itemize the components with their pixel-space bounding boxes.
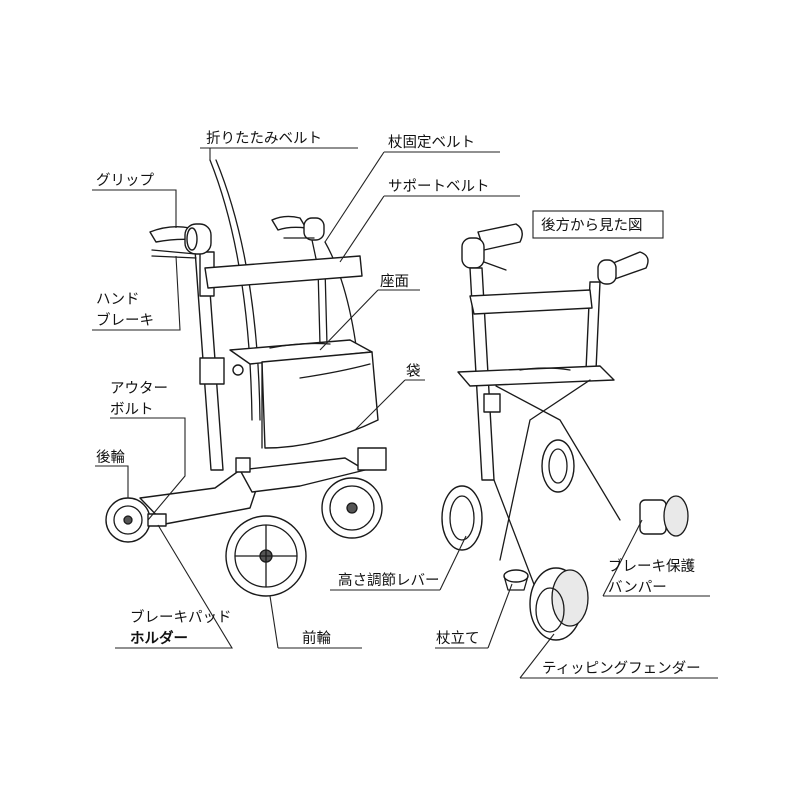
cane-stand	[503, 569, 529, 591]
support-belt	[204, 255, 363, 289]
leader-lines	[92, 147, 718, 679]
height-lever	[483, 393, 501, 413]
rear-near-grip	[477, 223, 523, 251]
brake-bumper	[639, 495, 689, 537]
label-hand-brake-2: ブレーキ	[96, 311, 154, 329]
rear-cross-frame	[495, 385, 621, 521]
label-grip: グリップ	[96, 172, 154, 189]
labels: グリップ 折りたたみベルト 杖固定ベルト サポートベルト 後方から見た図 ハンド…	[96, 130, 701, 677]
label-outer-bolt-2: ボルト	[110, 401, 154, 418]
label-bag: 袋	[406, 363, 421, 380]
far-lower-frame	[239, 457, 366, 493]
label-brake-pad-2: ホルダー	[130, 629, 188, 647]
rear-support-belt	[469, 289, 593, 315]
walker-rear-view	[441, 210, 689, 641]
walker-front-view	[105, 159, 387, 597]
far-handle-post	[311, 239, 321, 346]
label-front-wheel: 前輪	[302, 630, 331, 647]
rear-view-far-wheel	[541, 439, 575, 493]
label-hand-brake-1: ハンド	[96, 292, 140, 308]
label-brake-pad-1: ブレーキパッド	[130, 608, 232, 626]
label-cane-belt: 杖固定ベルト	[388, 134, 475, 151]
rear-view-rear-wheel	[441, 485, 483, 551]
rear-near-brake-housing	[461, 237, 485, 269]
far-grip	[271, 215, 307, 231]
far-brake-housing	[303, 217, 325, 241]
label-tipping-fender: ティッピングフェンダー	[542, 660, 701, 677]
label-height-lever: 高さ調節レバー	[338, 571, 440, 589]
bag	[261, 351, 379, 449]
outer-bolt	[199, 357, 225, 385]
label-brake-bumper-2: バンパー	[608, 579, 667, 596]
label-outer-bolt-1: アウター	[110, 380, 168, 397]
label-seat: 座面	[380, 273, 409, 290]
far-front-caster-housing	[357, 447, 387, 471]
hand-brake-lever	[151, 249, 197, 255]
label-rear-view: 後方から見た図	[541, 217, 643, 234]
front-wheel	[225, 515, 307, 597]
rear-view-box	[532, 210, 664, 239]
label-support-belt: サポートベルト	[388, 178, 490, 195]
label-cane-stand: 杖立て	[436, 630, 480, 647]
label-brake-bumper-1: ブレーキ保護	[608, 557, 695, 575]
far-front-wheel	[321, 477, 383, 539]
tipping-fender	[529, 567, 589, 641]
brake-pad-holder	[147, 513, 167, 527]
rear-wheel	[105, 497, 151, 543]
label-folding-belt: 折りたたみベルト	[206, 130, 322, 147]
label-rear-wheel: 後輪	[96, 449, 125, 466]
